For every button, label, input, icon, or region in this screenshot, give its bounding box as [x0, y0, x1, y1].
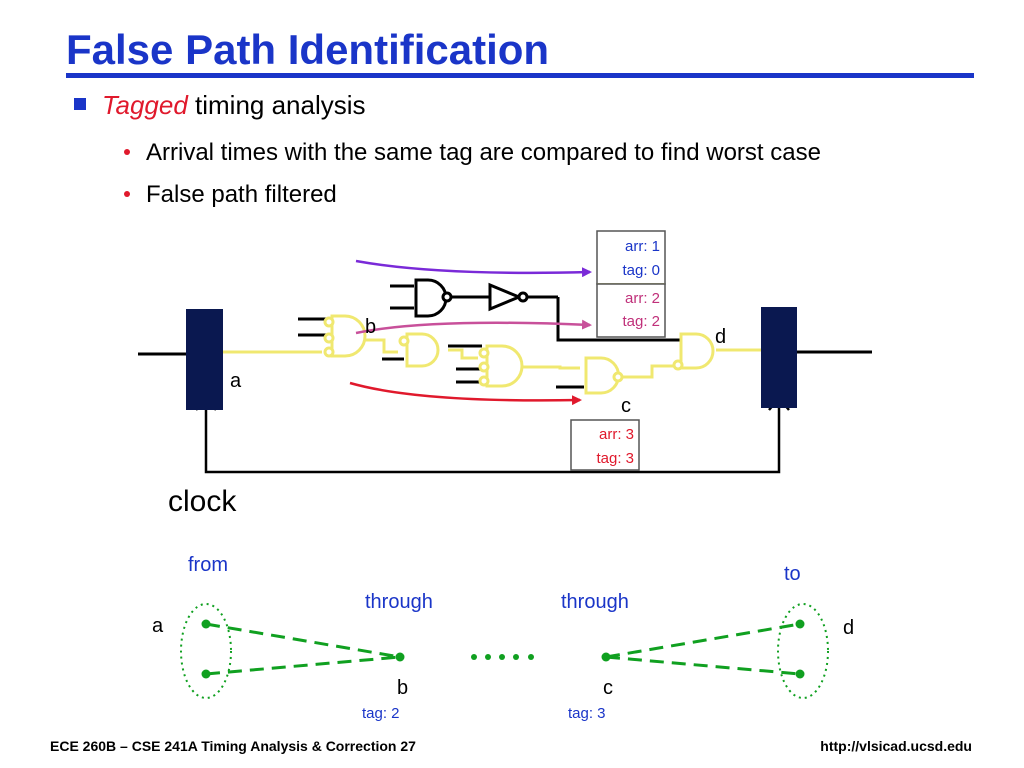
- gate-3: [485, 344, 524, 388]
- arr-value: arr: 1: [625, 238, 660, 255]
- wire-to-gate4: [522, 365, 580, 370]
- tag-c-label: tag: 3: [568, 705, 606, 722]
- bullet-emphasis: Tagged: [102, 90, 188, 120]
- path-a1-b: [205, 622, 401, 659]
- footer-url: http://vlsicad.ucsd.edu: [820, 738, 972, 754]
- tag-value: tag: 2: [622, 313, 660, 330]
- path-a2-b: [205, 655, 401, 676]
- tag-b-label: tag: 2: [362, 705, 400, 722]
- gate-5: [679, 332, 715, 370]
- page-title: False Path Identification: [66, 26, 550, 73]
- node-a-label: a: [230, 370, 242, 392]
- tag-value: tag: 3: [596, 450, 634, 467]
- through-label-1: through: [365, 591, 433, 613]
- path-c-label: c: [603, 677, 613, 699]
- node-b-label: b: [365, 316, 376, 338]
- clock-label: clock: [168, 485, 237, 518]
- path-a-label: a: [152, 615, 164, 637]
- nand-gate: [414, 278, 448, 318]
- bullet-text: timing analysis: [187, 90, 366, 120]
- arrow-tag0: [355, 259, 592, 278]
- node-d-label: d: [715, 326, 726, 348]
- round-bullet-icon: [124, 149, 130, 155]
- sub-bullet-text: False path filtered: [146, 181, 337, 208]
- wire-c: [622, 364, 676, 379]
- tag-box-3: [570, 419, 640, 471]
- wire-b: [363, 338, 398, 354]
- clock-wire: [204, 400, 781, 474]
- from-label: from: [188, 554, 228, 576]
- arr-value: arr: 2: [625, 290, 660, 307]
- gate-1: [330, 314, 367, 358]
- title-underline: [66, 73, 974, 78]
- register-right: [761, 307, 797, 408]
- sub-bullet-arrival: Arrival times with the same tag are comp…: [124, 138, 821, 168]
- bullet-tagged: Tagged timing analysis: [74, 89, 366, 121]
- path-d-label: d: [843, 617, 854, 639]
- path-b-label: b: [397, 677, 408, 699]
- arrow-tag2: [355, 319, 592, 335]
- footer-course: ECE 260B – CSE 241A Timing Analysis & Co…: [50, 738, 416, 754]
- from-group-ellipse: [180, 603, 232, 699]
- register-left: [186, 309, 223, 410]
- node-c-label: c: [621, 395, 631, 417]
- arr-value: arr: 3: [599, 426, 634, 443]
- arrow-tag3: [349, 381, 582, 406]
- through-label-2: through: [561, 591, 629, 613]
- square-bullet-icon: [74, 98, 86, 110]
- inverter-gate: [488, 282, 523, 312]
- tag-value: tag: 0: [622, 262, 660, 279]
- sub-bullet-text: Arrival times with the same tag are comp…: [146, 139, 821, 166]
- to-label: to: [784, 563, 801, 585]
- path-c-d2: [605, 655, 801, 676]
- path-c-d1: [605, 622, 801, 659]
- sub-bullet-false-path: False path filtered: [124, 180, 337, 210]
- to-group-ellipse: [777, 603, 829, 699]
- tag-box-0: [596, 230, 666, 285]
- gate-2: [405, 332, 440, 368]
- wire-to-gate3: [448, 348, 478, 360]
- tag-box-2: [596, 283, 666, 338]
- round-bullet-icon: [124, 191, 130, 197]
